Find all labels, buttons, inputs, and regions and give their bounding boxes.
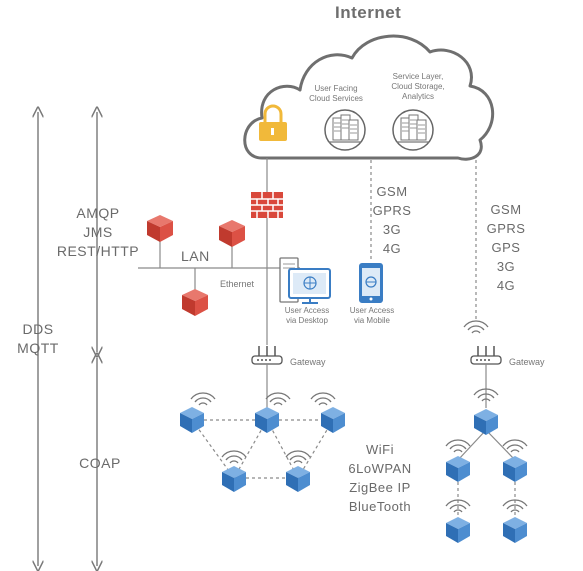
internet-title: Internet <box>335 3 402 22</box>
ethernet-label: Ethernet <box>220 279 255 289</box>
mesh-node-1 <box>180 407 204 433</box>
mesh-node-5 <box>286 466 310 492</box>
tree-dashed-links <box>457 476 516 520</box>
mobile-protocol-4g: 4G <box>382 241 402 256</box>
tree-node-5 <box>503 517 527 543</box>
desktop-icon <box>279 257 331 304</box>
mobile2-protocol-3g: 3G <box>496 259 516 274</box>
tree-node-4 <box>446 517 470 543</box>
mesh-node-3 <box>321 407 345 433</box>
server-icon-user-facing <box>324 109 366 151</box>
tree-links <box>457 364 516 461</box>
mesh-node-3-wifi <box>310 392 336 406</box>
protocol-amqp: AMQP <box>76 205 120 221</box>
mobile2-protocol-gprs: GPRS <box>486 221 526 236</box>
protocol-coap: COAP <box>79 455 121 471</box>
mobile-protocol-gsm: GSM <box>376 184 408 199</box>
left-outer-protocols: DDS MQTT <box>10 320 66 358</box>
mesh-node-2-wifi <box>265 392 291 406</box>
protocol-dds: DDS <box>22 321 54 337</box>
wireless-6lowpan: 6LoWPAN <box>348 461 412 476</box>
tree-node-1 <box>474 409 498 435</box>
user-facing-label: User Facing Cloud Services <box>309 84 363 103</box>
mobile2-protocol-gps: GPS <box>491 240 521 255</box>
gateway-right-wifi <box>463 320 489 334</box>
protocol-rest-http: REST/HTTP <box>56 243 140 259</box>
tree-node-3-wifi <box>502 439 528 453</box>
lan-label: LAN <box>181 248 210 264</box>
wireless-bluetooth: BlueTooth <box>348 499 412 514</box>
desktop-access-label: User Access via Desktop <box>284 306 330 325</box>
left-upper-protocols: AMQP JMS REST/HTTP <box>50 204 146 261</box>
mobile-protocols-2: GSM GPRS GPS 3G 4G <box>476 200 536 295</box>
mobile-protocol-3g: 3G <box>382 222 402 237</box>
wireless-protocols: WiFi 6LoWPAN ZigBee IP BlueTooth <box>330 440 430 516</box>
firewall-icon <box>251 192 283 218</box>
mobile-icon <box>359 263 383 303</box>
mesh-node-5-wifi <box>285 450 311 464</box>
lan-node-1 <box>147 215 173 242</box>
server-icon-service-layer <box>392 109 434 151</box>
mobile2-protocol-4g: 4G <box>496 278 516 293</box>
mesh-node-2 <box>255 407 279 433</box>
wireless-zigbee: ZigBee IP <box>349 480 411 495</box>
mobile-access-label: User Access via Mobile <box>349 306 395 325</box>
mobile2-protocol-gsm: GSM <box>490 202 522 217</box>
gateway-left-icon <box>251 345 283 365</box>
mobile-protocols-1: GSM GPRS 3G 4G <box>364 182 420 258</box>
mesh-node-1-wifi <box>190 392 216 406</box>
tree-node-2 <box>446 456 470 482</box>
lan-lines <box>138 158 300 345</box>
gateway-right-icon <box>470 345 502 365</box>
mesh-node-4-wifi <box>221 450 247 464</box>
protocol-jms: JMS <box>83 224 113 240</box>
gateway-right-label: Gateway <box>509 357 545 367</box>
mesh-node-4 <box>222 466 246 492</box>
left-lower-protocols: COAP <box>72 454 128 473</box>
gateway-left-label: Gateway <box>290 357 326 367</box>
tree-node-3 <box>503 456 527 482</box>
lan-node-3 <box>182 289 208 316</box>
mobile-protocol-gprs: GPRS <box>372 203 412 218</box>
wireless-wifi: WiFi <box>366 442 394 457</box>
protocol-mqtt: MQTT <box>17 340 59 356</box>
service-layer-label: Service Layer, Cloud Storage, Analytics <box>391 72 445 101</box>
lock-icon <box>259 104 287 141</box>
lan-node-2 <box>219 220 245 247</box>
